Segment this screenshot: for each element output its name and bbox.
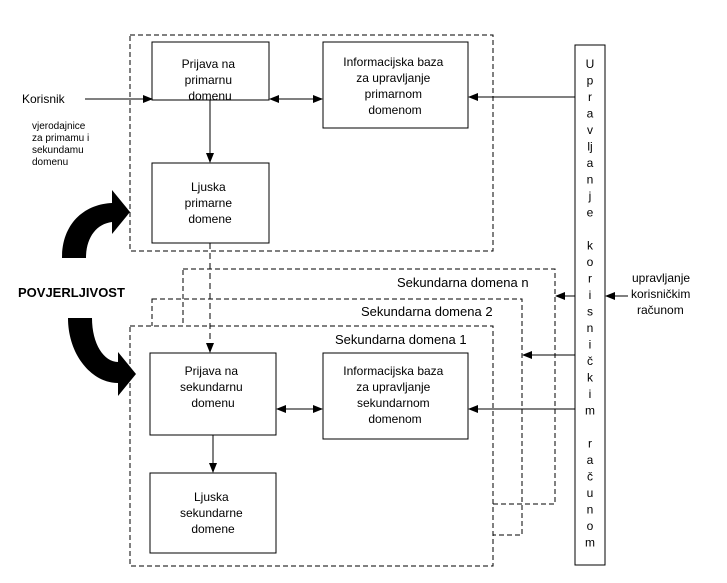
account-management-letter: a (587, 453, 594, 467)
secondary-login-box (149, 352, 277, 436)
account-management-letter: lj (587, 140, 592, 154)
account-management-letter: m (585, 404, 595, 418)
account-management-letter: u (587, 486, 594, 500)
account-management-letter: m (585, 536, 595, 550)
account-management-letter: n (587, 321, 594, 335)
secondary-infobase-text: Informacijska baza za upravljanje sekund… (343, 364, 446, 426)
secondary-domain-1-label: Sekundarna domena 1 (335, 332, 467, 347)
secondary-shell-text: Ljuska sekundarne domene (180, 490, 246, 536)
primary-infobase-text: Informacijska baza za upravljanje primar… (343, 55, 446, 117)
primary-infobase-box (322, 41, 469, 129)
account-management-letter: U (586, 57, 595, 71)
trust-arrow-up (62, 190, 130, 258)
account-management-letter: č (587, 470, 593, 484)
account-management-bar (574, 44, 606, 566)
account-management-letter: s (587, 305, 593, 319)
secondary-domain-n-label: Sekundarna domena n (397, 275, 529, 290)
account-management-letter: o (587, 519, 594, 533)
account-management-letter: i (589, 288, 592, 302)
external-account-management-label: upravljanje korisničkim računom (631, 271, 694, 317)
credentials-label: vjerodajnice za primamu i sekundamu dome… (32, 121, 92, 168)
account-management-letter: a (587, 107, 594, 121)
account-management-letter: j (588, 189, 592, 203)
trust-arrow-down (68, 318, 136, 396)
user-label: Korisnik (22, 92, 66, 106)
trust-label: POVJERLJIVOST (18, 285, 125, 300)
secondary-login-text: Prijava na sekundarnu domenu (180, 364, 246, 410)
secondary-domain-2-frame (151, 298, 523, 536)
account-management-letter: k (587, 239, 594, 253)
secondary-shell-box (149, 472, 277, 554)
account-management-letter: n (587, 173, 594, 187)
account-management-letter: i (589, 387, 592, 401)
primary-shell-text: Ljuska primarne domene (185, 180, 236, 226)
account-management-letter: a (587, 156, 594, 170)
account-management-letter: r (588, 437, 592, 451)
account-management-letter: r (588, 90, 592, 104)
account-management-letter: n (587, 503, 594, 517)
account-management-letter: p (587, 74, 594, 88)
account-management-letter: o (587, 255, 594, 269)
account-management-letter: v (587, 123, 593, 137)
account-management-letter: č (587, 354, 593, 368)
primary-login-text: Prijava na primarnu domenu (182, 57, 239, 103)
secondary-infobase-box (322, 352, 469, 440)
secondary-domain-2-label: Sekundarna domena 2 (361, 304, 493, 319)
account-management-letter: r (588, 272, 592, 286)
account-management-letter: e (587, 206, 594, 220)
account-management-letter: i (589, 338, 592, 352)
account-management-letter: k (587, 371, 594, 385)
